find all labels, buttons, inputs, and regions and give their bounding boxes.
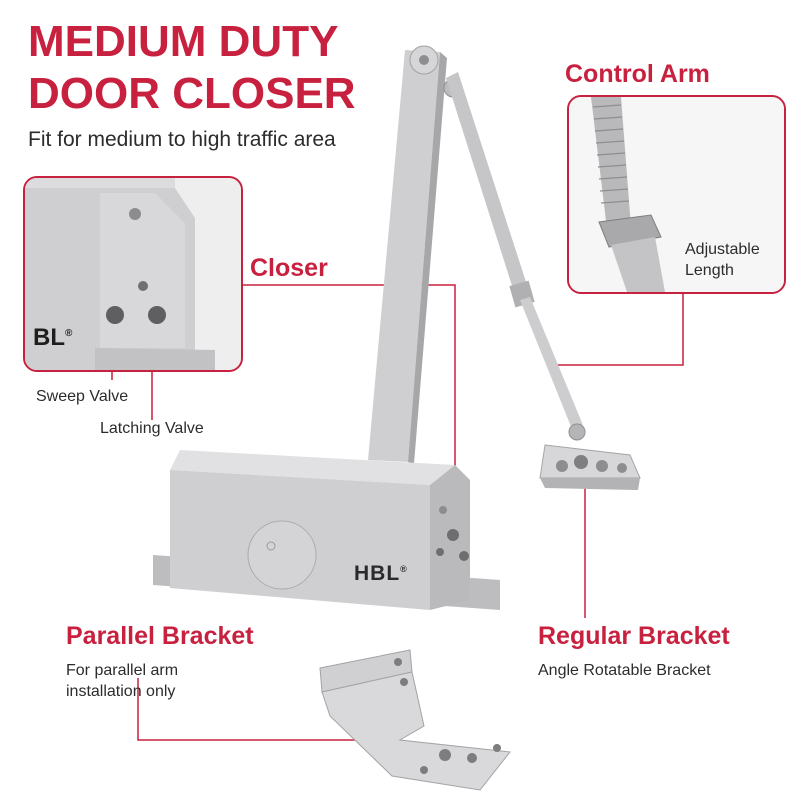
registered-mark: ®: [400, 564, 408, 574]
closer-body: [153, 450, 500, 610]
parallel-bracket-heading: Parallel Bracket: [66, 622, 254, 650]
subtitle: Fit for medium to high traffic area: [28, 128, 336, 151]
parallel-bracket: [319, 649, 511, 791]
closer-detail-inset: BL®: [23, 176, 243, 372]
page-title: MEDIUM DUTY DOOR CLOSER: [28, 16, 356, 120]
title-line-2: DOOR CLOSER: [28, 69, 356, 118]
threaded-rod-detail-image: [569, 97, 784, 292]
logo-text: HBL: [354, 562, 401, 585]
control-arm-detail-inset: Adjustable Length: [567, 95, 786, 294]
closer-heading: Closer: [250, 254, 328, 282]
inset-registered-mark: ®: [65, 328, 73, 339]
inset-logo: BL®: [33, 324, 72, 352]
control-arm-heading: Control Arm: [565, 60, 710, 88]
parallel-bracket-leader-line: [137, 678, 400, 741]
title-line-1: MEDIUM DUTY: [28, 17, 339, 66]
regular-bracket-note: Angle Rotatable Bracket: [538, 662, 711, 679]
inset-logo-text: BL: [33, 324, 65, 351]
parallel-note-line-1: For parallel arm: [66, 662, 179, 679]
main-arm: [368, 45, 463, 464]
regular-bracket: [539, 444, 641, 490]
closer-body-logo: HBL®: [354, 562, 408, 586]
latching-valve-label: Latching Valve: [100, 420, 204, 437]
closer-side-detail-image: [25, 178, 241, 370]
regular-bracket-heading: Regular Bracket: [538, 622, 730, 650]
sweep-valve-label: Sweep Valve: [36, 388, 129, 405]
closer-leader-line: [242, 284, 456, 500]
parallel-note-line-2: installation only: [66, 683, 176, 700]
adjustable-label: Adjustable: [685, 241, 760, 258]
control-arm-leader-line: [548, 290, 684, 366]
adjustable-length-note: Adjustable Length: [685, 239, 760, 281]
control-arm: [446, 72, 586, 441]
parallel-bracket-note: For parallel arm installation only: [66, 660, 178, 702]
length-label: Length: [685, 262, 734, 279]
